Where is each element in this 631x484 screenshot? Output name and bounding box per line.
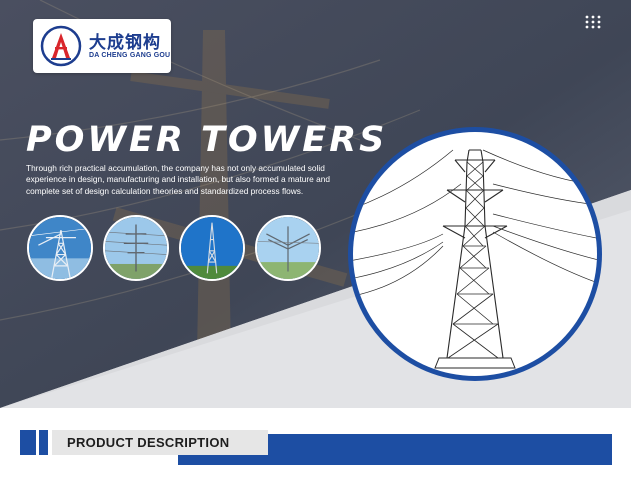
company-logo[interactable]: 大成钢构 DA CHENG GANG GOU bbox=[33, 19, 171, 73]
logo-chinese-text: 大成钢构 bbox=[89, 33, 161, 53]
logo-emblem-icon bbox=[40, 25, 82, 67]
thumbnail-steel-pole[interactable] bbox=[103, 215, 169, 281]
lattice-tower-photo-icon bbox=[29, 217, 91, 279]
section-marker-block-small bbox=[39, 430, 48, 455]
transmission-tower-drawing-icon bbox=[348, 127, 602, 381]
tubular-tower-photo-icon bbox=[181, 217, 243, 279]
logo-english-text: DA CHENG GANG GOU bbox=[89, 52, 171, 59]
thumbnail-lattice-tower[interactable] bbox=[27, 215, 93, 281]
grid-dots-icon[interactable] bbox=[585, 15, 601, 29]
section-heading: PRODUCT DESCRIPTION bbox=[52, 430, 268, 455]
section-marker-block bbox=[20, 430, 36, 455]
thumbnail-crossarm-tower[interactable] bbox=[255, 215, 321, 281]
hero-description: Through rich practical accumulation, the… bbox=[26, 163, 330, 196]
crossarm-tower-photo-icon bbox=[257, 217, 319, 279]
steel-pole-photo-icon bbox=[105, 217, 167, 279]
page-title: POWER TOWERS bbox=[26, 120, 388, 160]
thumbnail-tubular-tower[interactable] bbox=[179, 215, 245, 281]
hero-banner: 大成钢构 DA CHENG GANG GOU POWER TOWERS Thro… bbox=[0, 0, 631, 408]
